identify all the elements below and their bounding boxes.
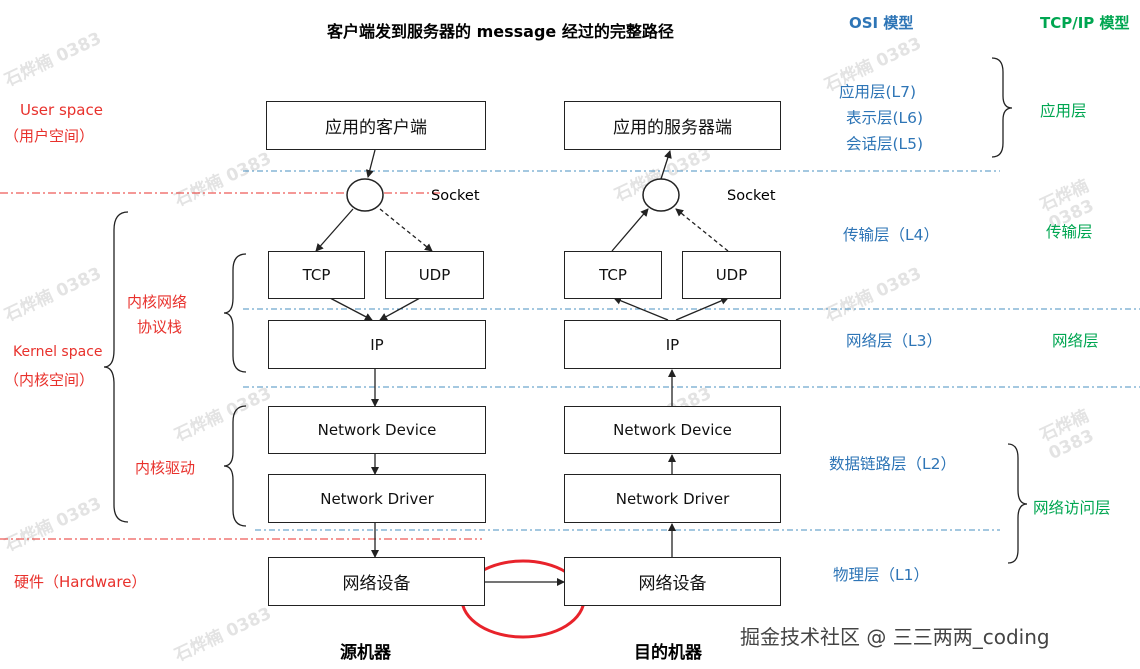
dest-udp-box: UDP [682, 251, 781, 299]
user-space-label: User space [20, 101, 103, 119]
source-app-box: 应用的客户端 [266, 101, 486, 150]
source-machine-label: 源机器 [340, 643, 391, 663]
kernel-space-cn-label: （内核空间） [4, 371, 95, 389]
source-socket-circle [346, 178, 384, 212]
dest-socket-label: Socket [727, 188, 776, 204]
source-socket-label: Socket [431, 188, 480, 204]
osi-header: OSI 模型 [849, 14, 914, 32]
kernel-driver-label: 内核驱动 [135, 459, 196, 477]
osi-l3-label: 网络层（L3） [846, 332, 942, 350]
kernel-driver-brace [223, 405, 247, 527]
dest-ip-box: IP [564, 320, 781, 369]
dest-tcp-box: TCP [564, 251, 662, 299]
dest-network-driver-box: Network Driver [564, 474, 781, 523]
source-hardware-box: 网络设备 [268, 557, 485, 606]
user-space-cn-label: （用户空间） [4, 127, 95, 145]
tcpip-transport-label: 传输层 [1046, 223, 1093, 241]
source-network-device-box: Network Device [268, 406, 486, 454]
osi-l5-label: 会话层(L5) [846, 135, 924, 153]
tcpip-network-label: 网络层 [1052, 332, 1099, 350]
osi-l1-label: 物理层（L1） [833, 566, 929, 584]
source-network-driver-box: Network Driver [268, 474, 486, 523]
diagram-title: 客户端发到服务器的 message 经过的完整路径 [327, 22, 674, 41]
credit-watermark: 掘金技术社区 @ 三三两两_coding [740, 625, 1050, 649]
kernel-space-label: Kernel space [13, 344, 103, 360]
kernel-stack-label: 内核网络 [127, 293, 188, 311]
kernel-stack-label-2: 协议栈 [137, 318, 183, 336]
osi-l7-label: 应用层(L7) [839, 83, 917, 101]
source-ip-box: IP [268, 320, 486, 369]
access-layer-brace [1007, 443, 1028, 564]
tcpip-access-label: 网络访问层 [1033, 499, 1111, 517]
tcpip-header: TCP/IP 模型 [1040, 14, 1130, 32]
osi-l4-label: 传输层（L4） [843, 226, 939, 244]
dest-socket-circle [642, 178, 680, 212]
dest-machine-label: 目的机器 [634, 643, 702, 663]
dest-network-device-box: Network Device [564, 406, 781, 454]
osi-l2-label: 数据链路层（L2） [829, 455, 956, 473]
kernel-space-brace [103, 211, 129, 523]
dest-hardware-box: 网络设备 [564, 557, 781, 606]
hardware-label: 硬件（Hardware） [14, 573, 147, 591]
app-layer-brace [991, 57, 1013, 158]
osi-l6-label: 表示层(L6) [846, 109, 924, 127]
source-tcp-box: TCP [268, 251, 365, 299]
dest-app-box: 应用的服务器端 [564, 101, 781, 150]
kernel-stack-brace [223, 253, 247, 373]
source-udp-box: UDP [385, 251, 484, 299]
tcpip-app-label: 应用层 [1040, 102, 1087, 120]
